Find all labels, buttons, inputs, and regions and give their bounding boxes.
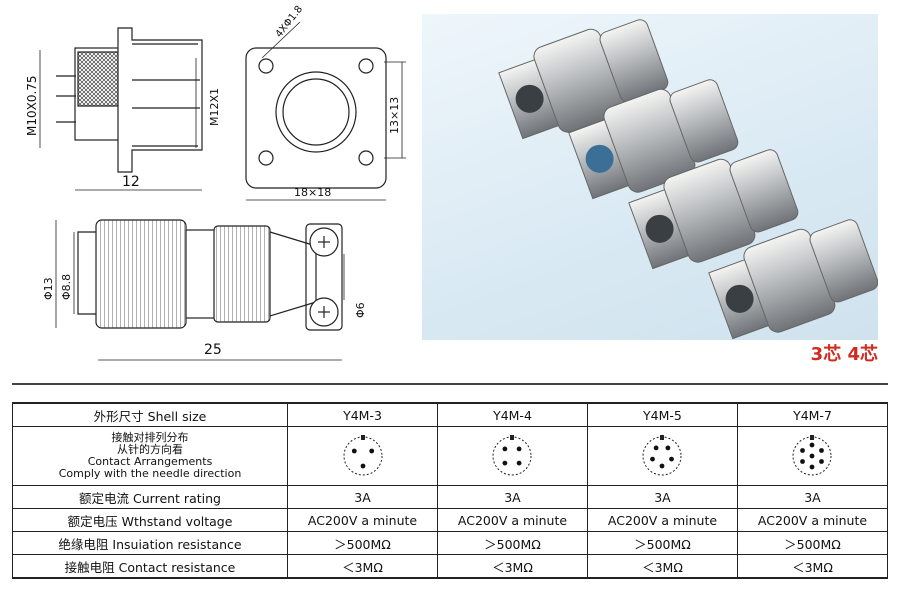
current-value: 3A <box>437 485 588 509</box>
pin-layout-icon <box>343 435 382 476</box>
pin-dot <box>517 446 522 452</box>
insulation-label: 绝缘电阻 Insuiation resistance <box>11 531 289 555</box>
current-value: 3A <box>736 485 889 509</box>
thread-dim-label: M10X0.75 <box>25 75 39 136</box>
plug-side-view <box>55 219 345 361</box>
insulation-value: ＞500MΩ <box>287 531 438 555</box>
current-value: 3A <box>287 485 438 509</box>
voltage-row: 额定电压 Wthstand voltage AC200V a minute AC… <box>11 508 889 532</box>
contact-arrangement-label: 接触对排列分布 从针的方向看 Contact Arrangements Comp… <box>11 426 289 486</box>
contact-resistance-value: ＜3MΩ <box>736 554 889 579</box>
pin-dot <box>650 456 656 462</box>
pin-diagram-3 <box>287 426 438 486</box>
current-value: 3A <box>586 485 738 509</box>
cable-dia-label: Φ6 <box>354 302 367 318</box>
insulation-row: 绝缘电阻 Insuiation resistance ＞500MΩ ＞500MΩ… <box>11 531 889 555</box>
receptacle-side-view <box>39 27 203 191</box>
pin-dot <box>669 456 675 462</box>
pin-dot <box>665 445 671 451</box>
pin-diagram-5 <box>586 426 738 486</box>
pin-dot <box>810 464 815 470</box>
product-photo <box>422 14 878 340</box>
insulation-value: ＞500MΩ <box>437 531 588 555</box>
pin-dot <box>800 448 806 453</box>
pin-dot <box>351 448 357 454</box>
pin-layout-outline <box>343 436 382 476</box>
insulation-value: ＞500MΩ <box>586 531 738 555</box>
plug-length-label: 25 <box>204 342 222 358</box>
connector-2 <box>568 79 739 200</box>
contact-label-line-3: Contact Arrangements <box>87 455 213 468</box>
holes-dim-label: 4XΦ1.8 <box>274 4 305 40</box>
pin-layout-key <box>510 435 515 440</box>
pin-layout-icon <box>792 435 832 476</box>
model-y4m-7: Y4M-7 <box>736 402 889 427</box>
contact-resistance-row: 接触电阻 Contact resistance ＜3MΩ ＜3MΩ ＜3MΩ ＜… <box>11 554 889 579</box>
contact-resistance-value: ＜3MΩ <box>287 554 438 579</box>
current-rating-label: 额定电流 Current rating <box>11 485 289 509</box>
inner-dia-label: Φ8.8 <box>60 274 73 300</box>
connector-illustration <box>498 19 878 340</box>
pin-layout-outline <box>642 436 682 476</box>
shell-size-label: 外形尺寸 Shell size <box>11 402 289 427</box>
voltage-value: AC200V a minute <box>736 508 889 532</box>
contact-resistance-value: ＜3MΩ <box>586 554 738 579</box>
contact-resistance-label: 接触电阻 Contact resistance <box>11 554 289 579</box>
pin-layout-outline <box>492 436 532 476</box>
pin-dot <box>810 442 815 448</box>
contact-label-line-4: Comply with the needle direction <box>58 467 242 480</box>
voltage-value: AC200V a minute <box>437 508 588 532</box>
voltage-value: AC200V a minute <box>586 508 738 532</box>
section-divider <box>12 383 888 385</box>
pin-diagram-7 <box>736 426 889 486</box>
contact-resistance-value: ＜3MΩ <box>437 554 588 579</box>
pin-dot <box>819 448 825 453</box>
pin-dot <box>800 459 806 464</box>
flange-front-view <box>245 21 406 201</box>
pin-dot <box>502 460 508 466</box>
contact-label-line-1: 接触对排列分布 <box>111 431 189 444</box>
pin-layout-icon <box>492 435 532 476</box>
contact-arrangement-row: 接触对排列分布 从针的方向看 Contact Arrangements Comp… <box>11 426 889 486</box>
thread2-dim-label: M12X1 <box>208 88 221 126</box>
connector-1 <box>498 19 669 140</box>
pin-dot <box>660 463 665 469</box>
outer-dia-label: Φ13 <box>42 277 55 300</box>
technical-drawings: M10X0.75 M12X1 12 4XΦ1.8 18×18 13×13 Φ13… <box>25 4 406 361</box>
pin-layout-key <box>660 435 665 440</box>
pin-layout-icon <box>642 435 682 476</box>
pin-dot <box>368 448 374 454</box>
connector-3 <box>628 149 799 270</box>
insulation-value: ＞500MΩ <box>736 531 889 555</box>
pin-dot <box>819 459 825 464</box>
connector-4 <box>708 219 878 340</box>
pin-dot <box>654 445 659 451</box>
current-rating-row: 额定电流 Current rating 3A 3A 3A 3A <box>11 485 889 509</box>
model-y4m-3: Y4M-3 <box>287 402 438 427</box>
pin-layout-key <box>360 435 365 440</box>
pin-layout-key <box>810 435 815 440</box>
photo-caption: 3芯 4芯 <box>810 344 878 365</box>
table-header-row: 外形尺寸 Shell size Y4M-3 Y4M-4 Y4M-5 Y4M-7 <box>11 402 889 427</box>
pin-diagram-4 <box>437 426 588 486</box>
voltage-value: AC200V a minute <box>287 508 438 532</box>
pin-dot <box>810 453 815 459</box>
spec-table: 外形尺寸 Shell size Y4M-3 Y4M-4 Y4M-5 Y4M-7 … <box>11 402 889 579</box>
side-dim-label: 13×13 <box>388 97 401 134</box>
contact-label-line-2: 从针的方向看 <box>117 443 183 456</box>
pin-dot <box>517 460 522 466</box>
model-y4m-5: Y4M-5 <box>586 402 738 427</box>
pin-dot <box>360 463 365 469</box>
model-y4m-4: Y4M-4 <box>437 402 588 427</box>
voltage-label: 额定电压 Wthstand voltage <box>11 508 289 532</box>
length-dim-label: 12 <box>122 174 140 190</box>
flange-dim-label: 18×18 <box>294 186 331 199</box>
pin-dot <box>502 446 508 452</box>
